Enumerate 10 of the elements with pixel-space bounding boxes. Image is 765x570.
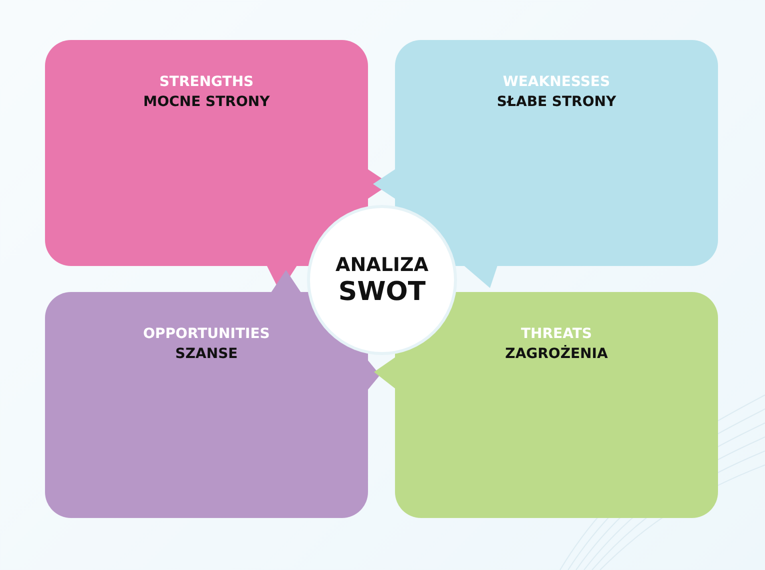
english-heading: WEAKNESSES — [502, 73, 610, 92]
english-heading: THREATS — [521, 325, 592, 344]
title-word: ANALIZA — [336, 253, 428, 277]
english-heading: OPPORTUNITIES — [143, 325, 270, 344]
polish-heading: SŁABE STRONY — [496, 93, 616, 112]
polish-heading: ZAGROŻENIA — [505, 344, 608, 364]
polish-heading: SZANSE — [175, 345, 238, 364]
english-heading: STRENGTHS — [159, 73, 254, 92]
title-acronym: SWOT — [338, 277, 426, 307]
polish-heading: MOCNE STRONY — [143, 93, 270, 112]
